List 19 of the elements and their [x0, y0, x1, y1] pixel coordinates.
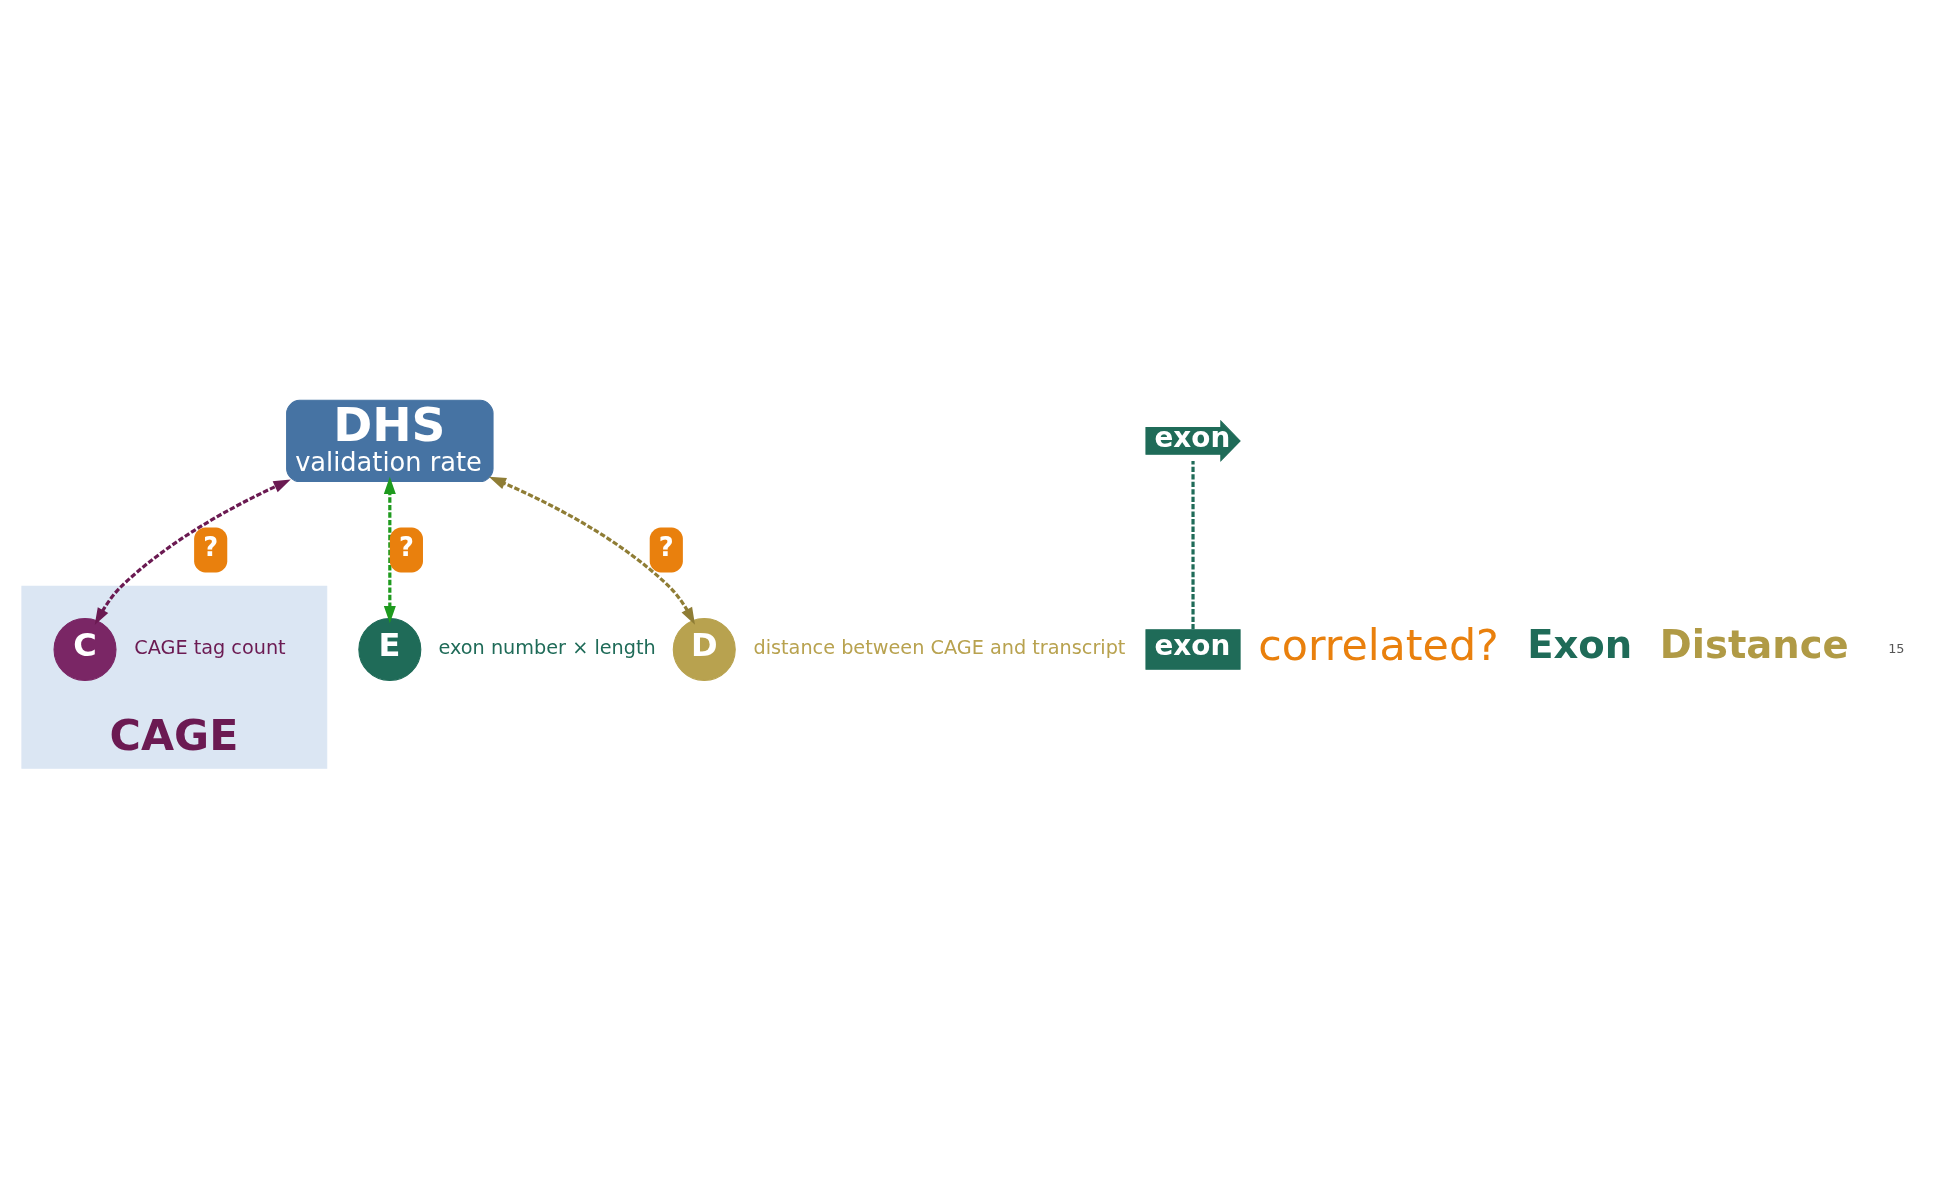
- node-box: exon: [1145, 629, 1241, 670]
- arrow: [94, 479, 291, 626]
- label: correlated?: [1258, 620, 1499, 671]
- node-label: distance between CAGE and transcript: [753, 636, 1126, 660]
- node-circle: E: [358, 617, 422, 681]
- connector: [1191, 461, 1195, 630]
- node-circle: C: [53, 617, 117, 681]
- arrow: [383, 476, 396, 624]
- node-label: CAGE tag count: [134, 636, 286, 660]
- label: Exon: [1527, 621, 1633, 667]
- label: 15: [1888, 640, 1905, 656]
- node-circle: D: [672, 617, 736, 681]
- label: Distance: [1659, 621, 1849, 667]
- edge-label: ?: [398, 531, 414, 562]
- node-label: exon number × length: [438, 636, 656, 660]
- edge-label: ?: [203, 531, 219, 562]
- edge-label: ?: [658, 531, 674, 562]
- node-box: DHS validation rate: [286, 399, 494, 483]
- arrow: [488, 476, 695, 625]
